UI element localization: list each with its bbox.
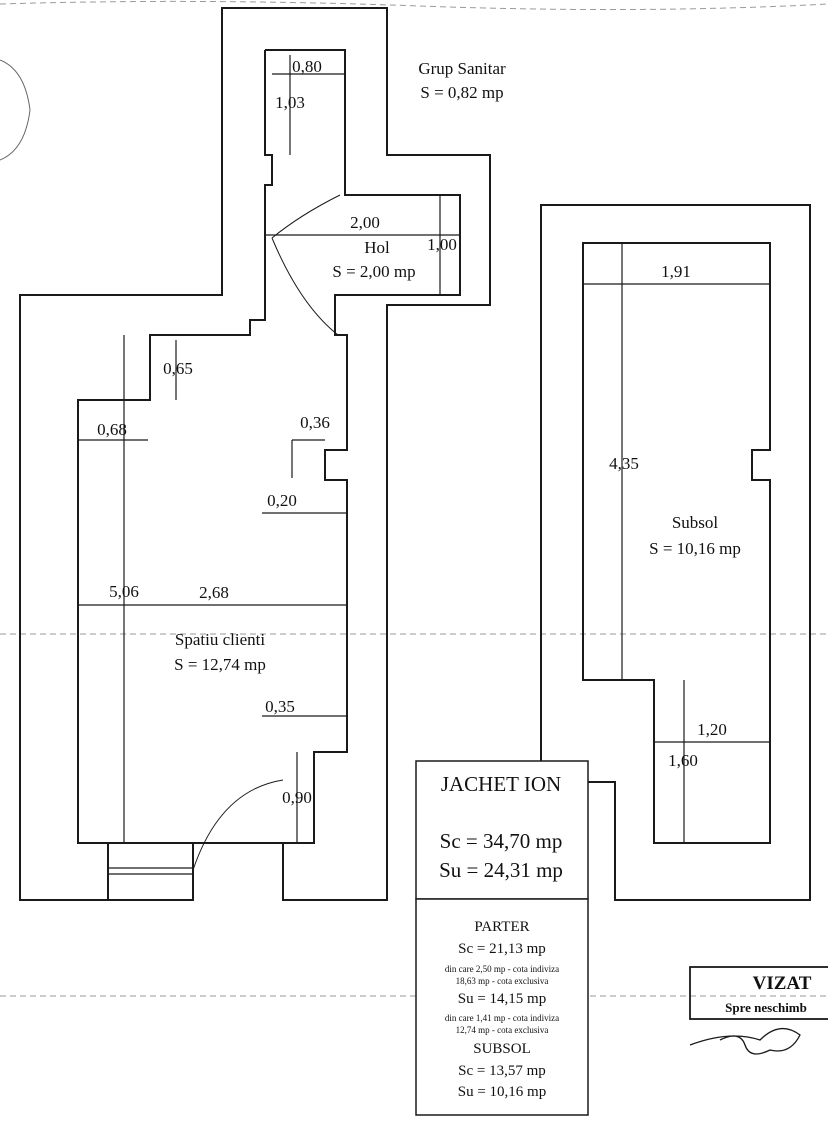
dim-label-0-35: 0,35	[265, 697, 295, 716]
wc-door-arc	[271, 194, 341, 239]
vizat-stamp-frame	[689, 966, 828, 1020]
room-area-hol: S = 2,00 mp	[332, 262, 415, 281]
scan-noise-top	[0, 0, 828, 11]
door-swings	[192, 194, 341, 871]
dim-label-0-80: 0,80	[292, 57, 322, 76]
dim-label-0-90: 0,90	[282, 788, 312, 807]
su-total: Su = 24,31 mp	[439, 858, 563, 882]
signature-mark	[689, 1028, 801, 1055]
entrance-door-arc	[192, 779, 284, 871]
room-area-spatiu-clienti: S = 12,74 mp	[174, 655, 266, 674]
vizat-stamp: VIZAT Spre neschimb	[689, 966, 828, 1055]
entrance-threshold	[107, 842, 194, 901]
room-area-subsol: S = 10,16 mp	[649, 539, 741, 558]
hol-door-arc	[271, 237, 339, 336]
dim-label-1-00: 1,00	[427, 235, 457, 254]
dim-label-0-36: 0,36	[300, 413, 330, 432]
room-name-grup-sanitar: Grup Sanitar	[418, 59, 506, 78]
subsol-sc: Sc = 13,57 mp	[458, 1063, 546, 1079]
parter-dimension-lines	[78, 55, 460, 843]
dim-label-0-68: 0,68	[97, 420, 127, 439]
parter-su-note1: din care 1,41 mp - cota indiviza	[445, 1013, 559, 1023]
vizat-stamp-subtitle: Spre neschimb	[725, 1000, 807, 1015]
room-name-hol: Hol	[364, 238, 390, 257]
summary-box-top	[415, 760, 589, 900]
parter-title: PARTER	[474, 919, 529, 935]
subsol-inner-wall	[582, 242, 771, 844]
round-stamp-fragment	[0, 59, 31, 161]
dim-label-1-60: 1,60	[668, 751, 698, 770]
room-name-spatiu-clienti: Spatiu clienti	[175, 630, 265, 649]
parter-sc-note1: din care 2,50 mp - cota indiviza	[445, 964, 559, 974]
subsol-su: Su = 10,16 mp	[458, 1084, 546, 1100]
room-name-subsol: Subsol	[672, 513, 719, 532]
dim-label-1-91: 1,91	[661, 262, 691, 281]
dim-label-2-68: 2,68	[199, 583, 229, 602]
owner-name: JACHET ION	[441, 772, 561, 796]
summary-box-bottom	[415, 898, 589, 1116]
dim-label-4-35: 4,35	[609, 454, 639, 473]
dim-label-0-20: 0,20	[267, 491, 297, 510]
sc-total: Sc = 34,70 mp	[440, 829, 563, 853]
dim-label-2-00: 2,00	[350, 213, 380, 232]
subsol-title: SUBSOL	[473, 1041, 531, 1057]
dim-label-5-06: 5,06	[109, 582, 139, 601]
dim-label-0-65: 0,65	[163, 359, 193, 378]
parter-su: Su = 14,15 mp	[458, 991, 546, 1007]
room-area-grup-sanitar: S = 0,82 mp	[420, 83, 503, 102]
dim-label-1-03: 1,03	[275, 93, 305, 112]
summary-box: JACHET ION Sc = 34,70 mp Su = 24,31 mp P…	[415, 760, 589, 1116]
parter-su-note2: 12,74 mp - cota exclusiva	[456, 1025, 549, 1035]
parter-walls	[19, 7, 491, 901]
dim-label-1-20: 1,20	[697, 720, 727, 739]
parter-sc: Sc = 21,13 mp	[458, 941, 546, 957]
parter-sc-note2: 18,63 mp - cota exclusiva	[456, 976, 549, 986]
subsol-dimension-lines	[583, 243, 770, 843]
vizat-stamp-title: VIZAT	[753, 973, 812, 994]
parter-inner-wall	[77, 49, 461, 900]
